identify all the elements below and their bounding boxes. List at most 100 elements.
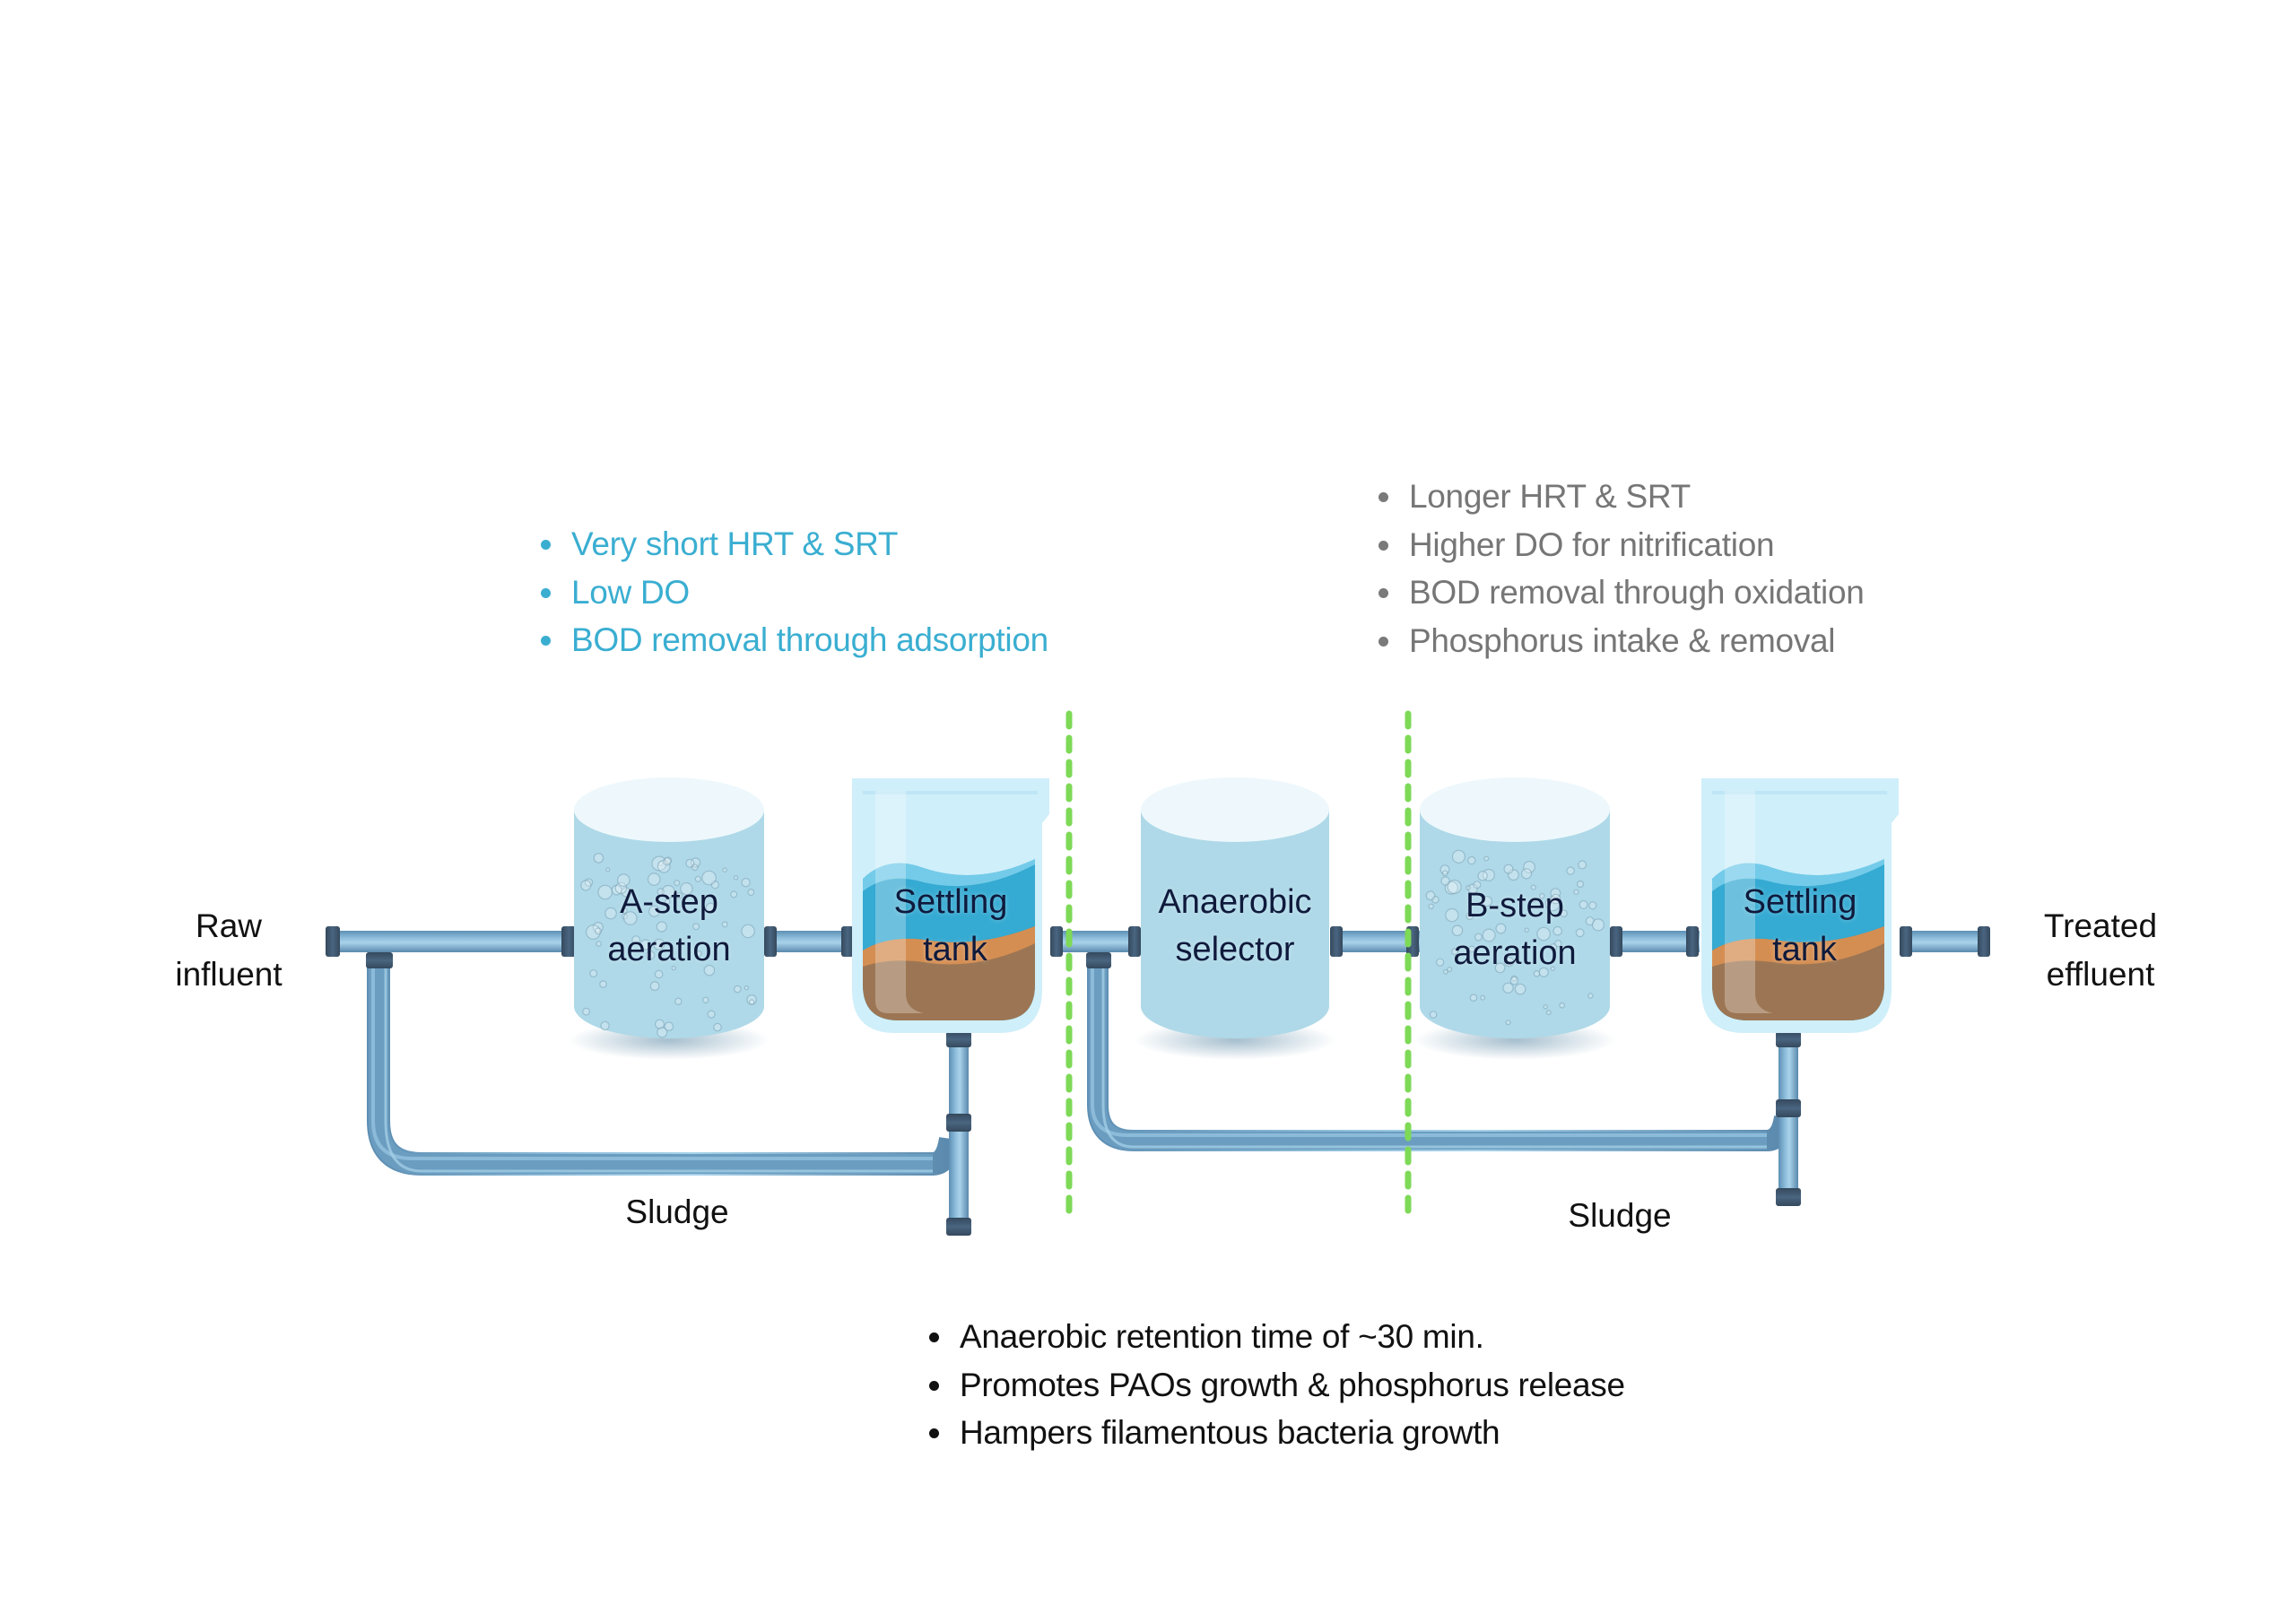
bubble	[1425, 890, 1436, 901]
note-item: Higher DO for nitrification	[1378, 521, 1865, 569]
bubble	[749, 999, 755, 1005]
bubble	[1514, 983, 1526, 995]
bubble	[1591, 918, 1605, 932]
bubble	[705, 902, 717, 914]
bubble	[1465, 885, 1471, 890]
bubble	[694, 875, 701, 882]
pipe-cap	[764, 926, 777, 957]
bubble	[589, 969, 598, 978]
note-item: Low DO	[541, 568, 1048, 617]
bubble	[1575, 928, 1585, 938]
bubble	[1436, 958, 1445, 967]
label-line: Treated	[2043, 907, 2158, 944]
bubble	[713, 1022, 722, 1032]
bubble	[657, 888, 665, 896]
note-text: Promotes PAOs growth & phosphorus releas…	[960, 1366, 1625, 1403]
pipe-influent	[332, 931, 574, 952]
bubble	[582, 1007, 590, 1016]
note-item: BOD removal through adsorption	[541, 616, 1048, 664]
bubble	[1536, 926, 1551, 942]
bubble	[1482, 896, 1493, 907]
bubble	[722, 867, 727, 873]
bubble	[1554, 940, 1562, 948]
bubble	[1538, 967, 1549, 977]
bubble	[1543, 1004, 1548, 1010]
bubble	[657, 1027, 668, 1038]
bubble	[621, 907, 628, 914]
label-line: aeration	[607, 931, 731, 968]
bullet-icon	[929, 1332, 939, 1342]
bubble	[653, 938, 665, 950]
bubble	[1550, 893, 1561, 905]
bubble	[594, 927, 602, 935]
pipe-cap	[1900, 926, 1912, 957]
a-step-aeration-tank	[569, 777, 770, 1060]
bubble	[747, 889, 755, 897]
note-text: Very short HRT & SRT	[571, 525, 899, 562]
bubble	[661, 884, 675, 899]
bubble	[695, 950, 702, 957]
bubble	[663, 857, 672, 866]
b-step-aeration-label: B-step aeration	[1434, 882, 1596, 977]
bubble	[1451, 948, 1458, 956]
pipe-anaerobic-to-b	[1330, 931, 1420, 952]
label-line: effluent	[2046, 956, 2155, 993]
bubble	[616, 873, 631, 887]
bubble	[1447, 879, 1462, 895]
treated-effluent-label: Treated effluent	[2029, 902, 2172, 999]
bubble	[1451, 849, 1466, 864]
bubble	[1539, 893, 1545, 899]
note-item: Promotes PAOs growth & phosphorus releas…	[929, 1361, 1625, 1410]
bubble	[604, 907, 617, 920]
bubble	[1552, 925, 1562, 936]
bubble	[1550, 966, 1556, 971]
bubble	[1495, 923, 1507, 934]
label-line: Anaerobic	[1158, 883, 1312, 921]
bubble	[685, 858, 695, 868]
bubble	[1467, 883, 1478, 894]
anaerobic-notes: Anaerobic retention time of ~30 min. Pro…	[929, 1313, 1625, 1457]
sludge-return-pipe-2	[1086, 952, 1801, 1206]
bubble	[674, 880, 681, 887]
bubble	[674, 997, 683, 1006]
label-line: A-step	[620, 883, 718, 921]
bullet-icon	[541, 587, 551, 598]
pipe-effluent	[1900, 931, 1989, 952]
pipe-cap	[366, 952, 393, 968]
anaerobic-selector-tank	[1135, 777, 1335, 1060]
note-item: Longer HRT & SRT	[1378, 473, 1865, 521]
label-line: selector	[1175, 931, 1295, 968]
bullet-icon	[541, 636, 551, 646]
bubble	[741, 924, 755, 939]
bubble	[692, 923, 700, 931]
bubble	[654, 969, 664, 979]
bubble	[1544, 896, 1561, 912]
label-line: B-step	[1465, 887, 1564, 924]
bubble	[733, 875, 739, 881]
bubble	[730, 890, 738, 898]
pipe-cap	[946, 1114, 971, 1132]
b-step-notes: Longer HRT & SRT Higher DO for nitrifica…	[1378, 473, 1865, 664]
label-line: influent	[175, 956, 283, 993]
sludge-label-2: Sludge	[1568, 1197, 1672, 1234]
raw-influent-label: Raw influent	[170, 902, 287, 999]
bubble	[600, 1020, 610, 1031]
pipe-cap	[1686, 926, 1699, 957]
bullet-icon	[541, 540, 551, 550]
bubble	[1494, 962, 1506, 974]
bubble	[1451, 924, 1464, 937]
bubble	[1530, 884, 1536, 890]
bubble	[744, 985, 750, 991]
bubble	[649, 981, 660, 992]
label-line: Settling	[893, 883, 1008, 921]
a-step-notes: Very short HRT & SRT Low DO BOD removal …	[541, 520, 1048, 664]
bubble	[648, 905, 660, 917]
bullet-icon	[929, 1428, 939, 1438]
bubble	[1578, 860, 1587, 870]
a-step-aeration-label: A-step aeration	[588, 879, 750, 974]
bubble	[721, 921, 728, 928]
note-text: Anaerobic retention time of ~30 min.	[960, 1318, 1484, 1355]
pipe-cap	[561, 926, 576, 957]
pipe-cap	[841, 926, 854, 957]
pipe-cap	[946, 1218, 971, 1236]
